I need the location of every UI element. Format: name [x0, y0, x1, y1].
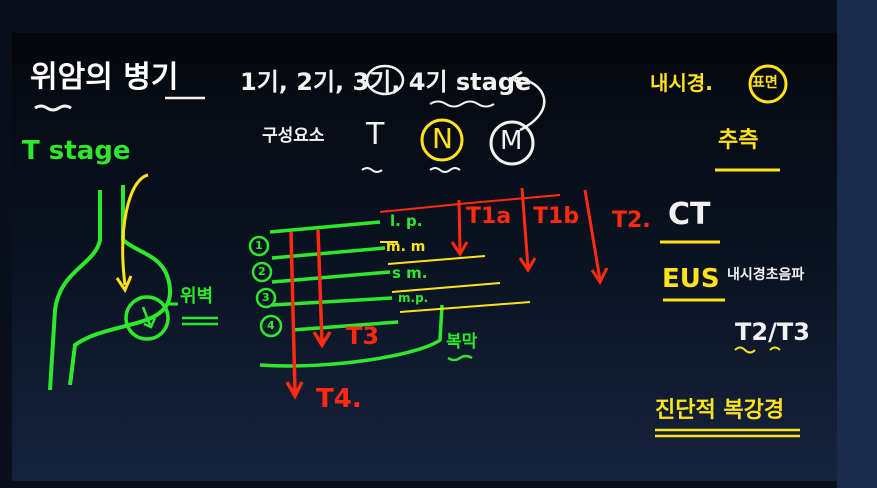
stomach-left-outline [48, 190, 102, 391]
layer-line-1 [269, 220, 381, 234]
layer-num-1: 1 [255, 239, 263, 252]
surface-label: 표면 [752, 75, 778, 91]
eus-desc: 내시경초음파 [727, 267, 805, 283]
layer-mm: m. m [386, 239, 426, 255]
t-stage-label: T stage [22, 136, 131, 166]
blackboard [12, 33, 837, 481]
arrow-t4 [289, 231, 297, 393]
layer-line-2 [271, 246, 386, 260]
layer-mp: m.p. [398, 291, 429, 305]
stomach-wall-label: 위벽 [180, 286, 214, 307]
t2-t3-label: T2/T3 [735, 318, 810, 346]
stage-underline [429, 100, 495, 108]
estimate-label: 추측 [718, 128, 759, 153]
label-t1a: T1a [466, 204, 512, 229]
layer-line-4 [271, 296, 393, 307]
layer-num-4: 4 [267, 319, 275, 332]
ct-label: CT [668, 197, 711, 232]
layer-num-3: 3 [262, 291, 270, 304]
arrow-t1b [520, 187, 530, 269]
stomach-wall-circle [124, 295, 170, 341]
right-letterbox [837, 0, 877, 488]
circle-surface [748, 64, 788, 104]
layer-line-5 [291, 320, 399, 332]
tnm-t: T [366, 117, 385, 152]
diagnostic-laparoscopy-label: 진단적 복강경 [655, 398, 785, 423]
layer-circle-3 [255, 287, 277, 309]
arrow-t1a [457, 199, 462, 253]
label-t3: T3 [346, 322, 380, 350]
serosa-label: 복막 [446, 332, 478, 352]
label-t4: T4. [316, 384, 362, 414]
layer-circle-4 [259, 314, 283, 338]
circle-m [489, 120, 535, 166]
arrow-t2 [583, 189, 602, 281]
arrow-m-to-stage [514, 76, 546, 132]
label-t1b: T1b [533, 204, 580, 229]
stomach-right-outline [68, 185, 173, 386]
layer-line-3 [271, 270, 391, 284]
page-title: 위암의 병기 [30, 60, 179, 95]
layer-circle-2 [251, 261, 273, 283]
factors-label: 구성요소 [262, 126, 325, 146]
circle-stage4 [365, 64, 405, 96]
tnm-m: M [500, 126, 523, 156]
tnm-n: N [432, 122, 453, 155]
handwritten-strokes [34, 64, 800, 438]
layer-line-serosa [259, 304, 444, 368]
label-t2: T2. [612, 208, 651, 233]
layer-sm: s m. [392, 264, 428, 282]
arrow-t3 [316, 229, 324, 343]
eus-label: EUS [662, 264, 720, 294]
circle-n [420, 118, 464, 162]
top-letterbox [0, 0, 877, 33]
layer-num-2: 2 [258, 265, 266, 278]
layer-lp: l. p. [390, 212, 423, 230]
stages-line: 1기, 2기, 3기, 4기 stage [240, 68, 532, 96]
wall-label-underline [182, 316, 218, 326]
layer-circle-1 [248, 235, 270, 257]
yellow-arrow [121, 173, 149, 286]
title-underline [34, 104, 72, 112]
endoscopy-label: 내시경. [650, 71, 713, 95]
